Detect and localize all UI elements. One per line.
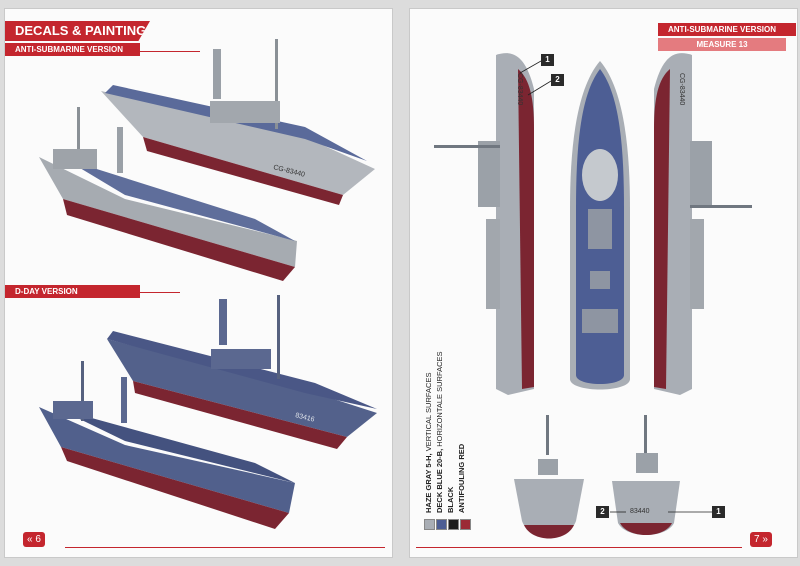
divider [140, 51, 200, 52]
boat-dday-top: 83416 [107, 295, 377, 449]
page-number-left: « 6 [23, 532, 45, 547]
legend-label-black: BLACK [446, 486, 455, 513]
dday-hull-code-text: 83416 [295, 412, 316, 424]
left-page: DECALS & PAINTING ANTI-SUBMARINE VERSION… [4, 8, 393, 558]
callout-2-top: 2 [551, 74, 564, 86]
boat-illustrations-dday: 83416 [39, 295, 377, 529]
footer-divider-right [416, 547, 742, 548]
divider [140, 292, 180, 293]
swatch-antifouling-red [460, 519, 471, 530]
boat-dday-bottom [39, 361, 295, 529]
boat-anti-sub-bottom [39, 107, 297, 281]
boat-anti-sub-top: CG-83440 [101, 39, 375, 205]
boat-side-profile-starboard: CG-83440 [654, 53, 752, 395]
boat-side-profile-port: CG-83440 [434, 53, 534, 395]
anti-submarine-version-label: ANTI-SUBMARINE VERSION [5, 43, 140, 56]
swatch-black [448, 519, 459, 530]
boat-bow-view [514, 415, 584, 539]
page-number-text: 6 [35, 534, 41, 545]
right-page: ANTI-SUBMARINE VERSION MEASURE 13 CG-834… [409, 8, 798, 558]
legend-label-deck-blue: DECK BLUE 20-B, HORIZONTALE SURFACES [435, 351, 444, 513]
boat-profiles-right: CG-83440 CG-83440 [434, 53, 752, 539]
callout-1-top: 1 [541, 54, 554, 66]
swatch-deck-blue [436, 519, 447, 530]
boat-stern-view: 83440 [612, 415, 680, 535]
previous-arrow-icon[interactable]: « [27, 534, 33, 545]
anti-submarine-version-label-right: ANTI-SUBMARINE VERSION [658, 23, 796, 36]
d-day-version-label: D-DAY VERSION [5, 285, 140, 298]
paint-legend: HAZE GRAY 5-H, VERTICAL SURFACES DECK BL… [424, 351, 504, 533]
next-arrow-icon[interactable]: » [762, 534, 768, 545]
boat-deck-top-view [570, 61, 630, 390]
port-hull-code-text: CG-83440 [516, 73, 523, 105]
legend-label-antifouling-red: ANTIFOULING RED [457, 443, 466, 513]
legend-label-haze-gray: HAZE GRAY 5-H, VERTICAL SURFACES [424, 372, 433, 513]
page-number-right: 7 » [750, 532, 772, 547]
boat-illustrations-left: CG-83440 [39, 39, 375, 281]
callout-1-bottom: 1 [712, 506, 725, 518]
stern-code-text: 83440 [630, 508, 650, 515]
page-number-text-right: 7 [754, 534, 760, 545]
measure-label: MEASURE 13 [658, 38, 786, 51]
starboard-hull-code-text: CG-83440 [678, 73, 685, 105]
footer-divider [65, 547, 385, 548]
section-title: DECALS & PAINTING [5, 21, 150, 41]
callout-2-bottom: 2 [596, 506, 609, 518]
swatch-haze-gray [424, 519, 435, 530]
